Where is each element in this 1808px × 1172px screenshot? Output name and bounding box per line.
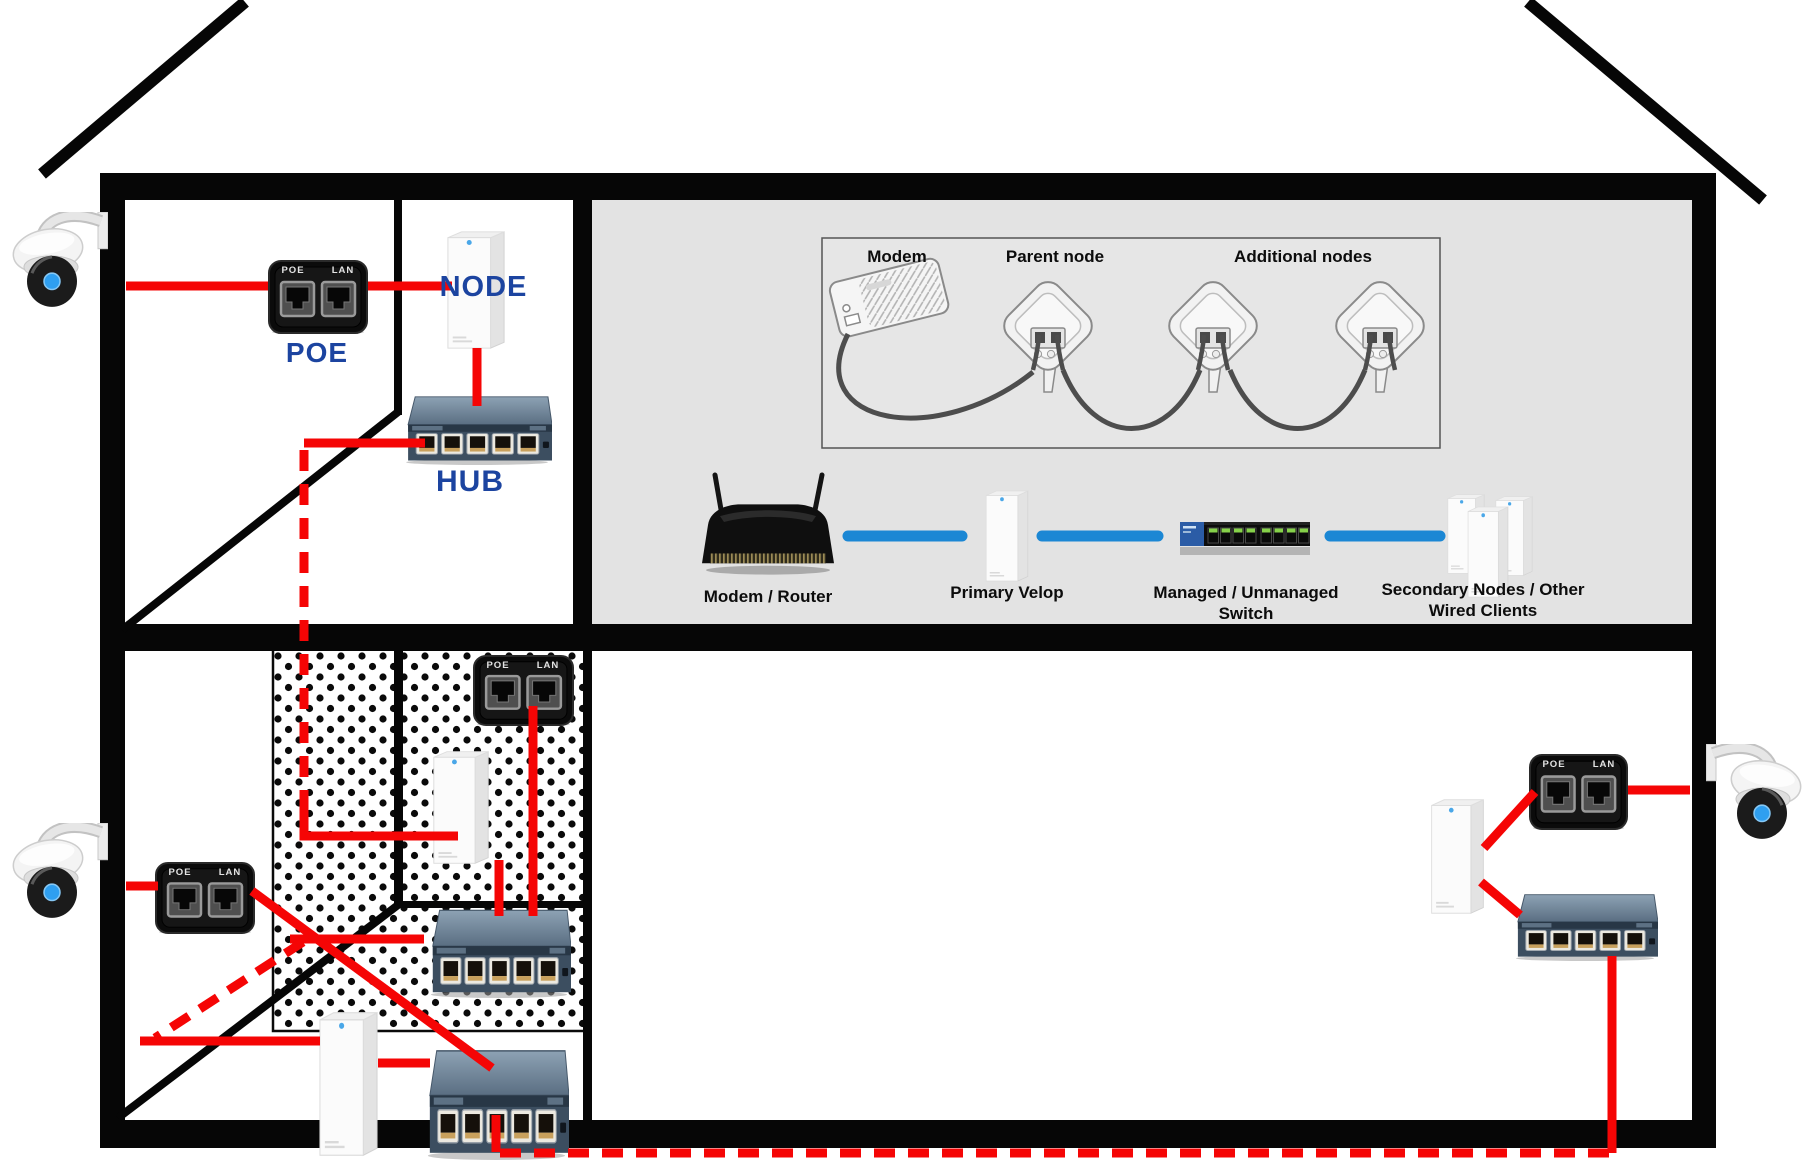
ptz-camera-icon <box>10 823 108 918</box>
wall-top <box>100 173 1716 200</box>
inset-cable-1 <box>836 332 1035 421</box>
velop-node-icon <box>1431 799 1484 914</box>
interior-wall-main-lower <box>583 651 592 1120</box>
ethernet-switch-icon <box>405 396 552 465</box>
flow-row <box>702 475 1533 598</box>
managed-switch-icon <box>1179 521 1311 556</box>
lan-port-label: LAN <box>331 265 355 276</box>
secondary-nodes-label: Secondary Nodes / Other Wired Clients <box>1381 580 1585 620</box>
poe-caption: POE <box>285 337 349 368</box>
poe4-port-labels: POE LAN <box>1529 759 1629 770</box>
poe-port-label: POE <box>486 660 510 671</box>
inset-cable-3 <box>1227 369 1368 431</box>
velop-node-icon <box>433 751 489 864</box>
poe-port-label: POE <box>168 867 192 878</box>
modem-router-label: Modem / Router <box>703 587 833 606</box>
cable-riser-node2 <box>299 796 458 841</box>
hub-caption: HUB <box>436 465 504 498</box>
poe3-port-labels: POE LAN <box>473 660 573 671</box>
roof-left <box>38 0 249 179</box>
interior-wall-lower <box>394 651 403 905</box>
wall-right <box>1692 173 1716 1142</box>
interior-wall-upper <box>394 200 402 415</box>
managed-switch-label: Managed / Unmanaged Switch <box>1153 583 1339 623</box>
ethernet-switch-icon <box>430 909 571 998</box>
interior-wall-main-upper <box>573 200 592 624</box>
ptz-camera-icon <box>10 212 108 307</box>
primary-velop-label: Primary Velop <box>950 583 1064 602</box>
inset-modem-label: Modem <box>867 247 927 266</box>
velop-node-icon <box>319 1012 378 1156</box>
poe2-port-labels: POE LAN <box>155 867 255 878</box>
ptz-camera-icon <box>1706 744 1804 839</box>
inset-parent-node-label: Parent node <box>1005 247 1105 266</box>
inset-art <box>828 257 1430 431</box>
floor-mid <box>100 624 1716 651</box>
lan-port-label: LAN <box>1592 759 1616 770</box>
red-cables <box>126 281 1690 1158</box>
wall-left <box>100 173 125 1148</box>
node-caption: NODE <box>439 271 528 303</box>
lan-port-label: LAN <box>536 660 560 671</box>
lan-port-label: LAN <box>218 867 242 878</box>
cable-node4-switch5 <box>1478 878 1523 919</box>
poe-port-label: POE <box>1542 759 1566 770</box>
modem-icon <box>828 257 950 338</box>
corner-diagonal-upper <box>119 408 401 634</box>
poe-port-label: POE <box>281 265 305 276</box>
ethernet-switch-icon <box>1515 894 1658 961</box>
cable-node4-poe4 <box>1480 788 1539 852</box>
shelf-line <box>398 901 588 908</box>
inset-cable-2 <box>1060 369 1203 431</box>
primary-velop-icon <box>985 490 1029 582</box>
roof-right <box>1524 0 1767 205</box>
inset-additional-nodes-label: Additional nodes <box>1234 247 1372 266</box>
poe1-port-labels: POE LAN <box>268 265 368 276</box>
cable-diagonal-dashed <box>152 938 306 1042</box>
cable-poe2-switch4 <box>249 887 495 1072</box>
house-outline <box>100 173 1716 1148</box>
